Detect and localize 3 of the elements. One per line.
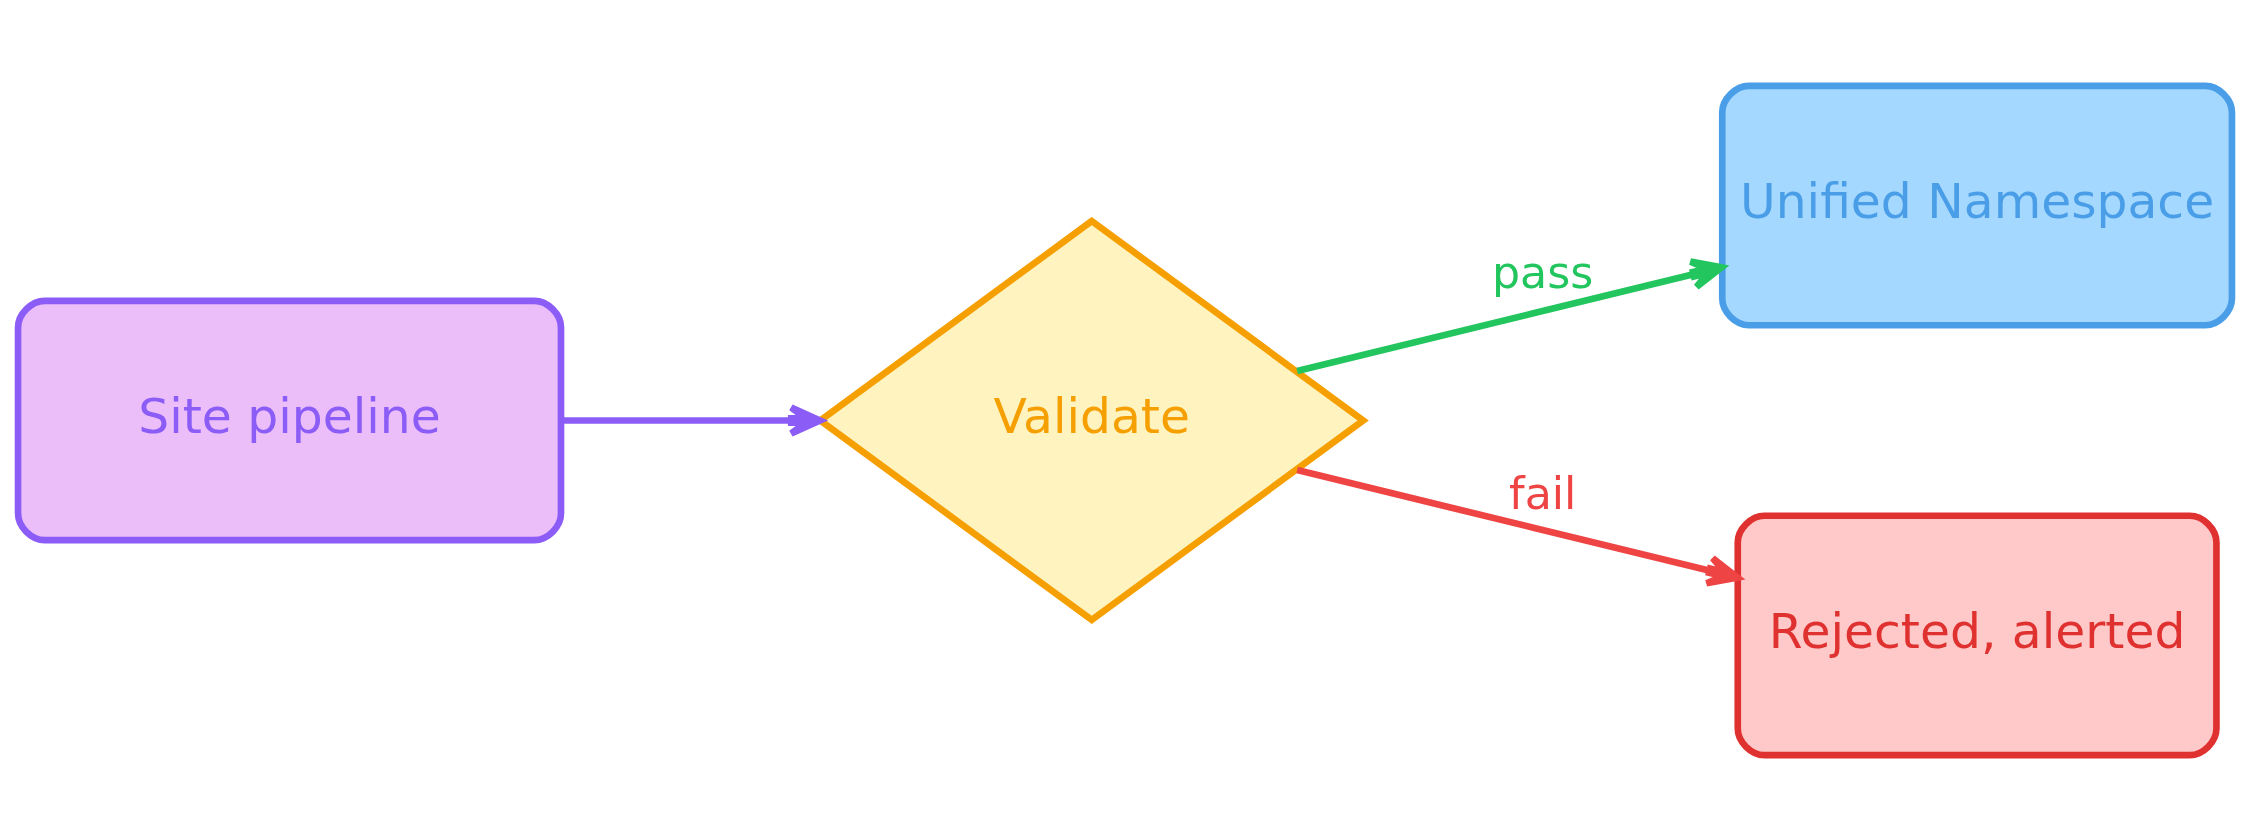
node-box: Unified Namespace (1718, 82, 2236, 329)
node-box: Rejected, alerted (1734, 511, 2220, 758)
node-box: Site pipeline (14, 297, 565, 543)
